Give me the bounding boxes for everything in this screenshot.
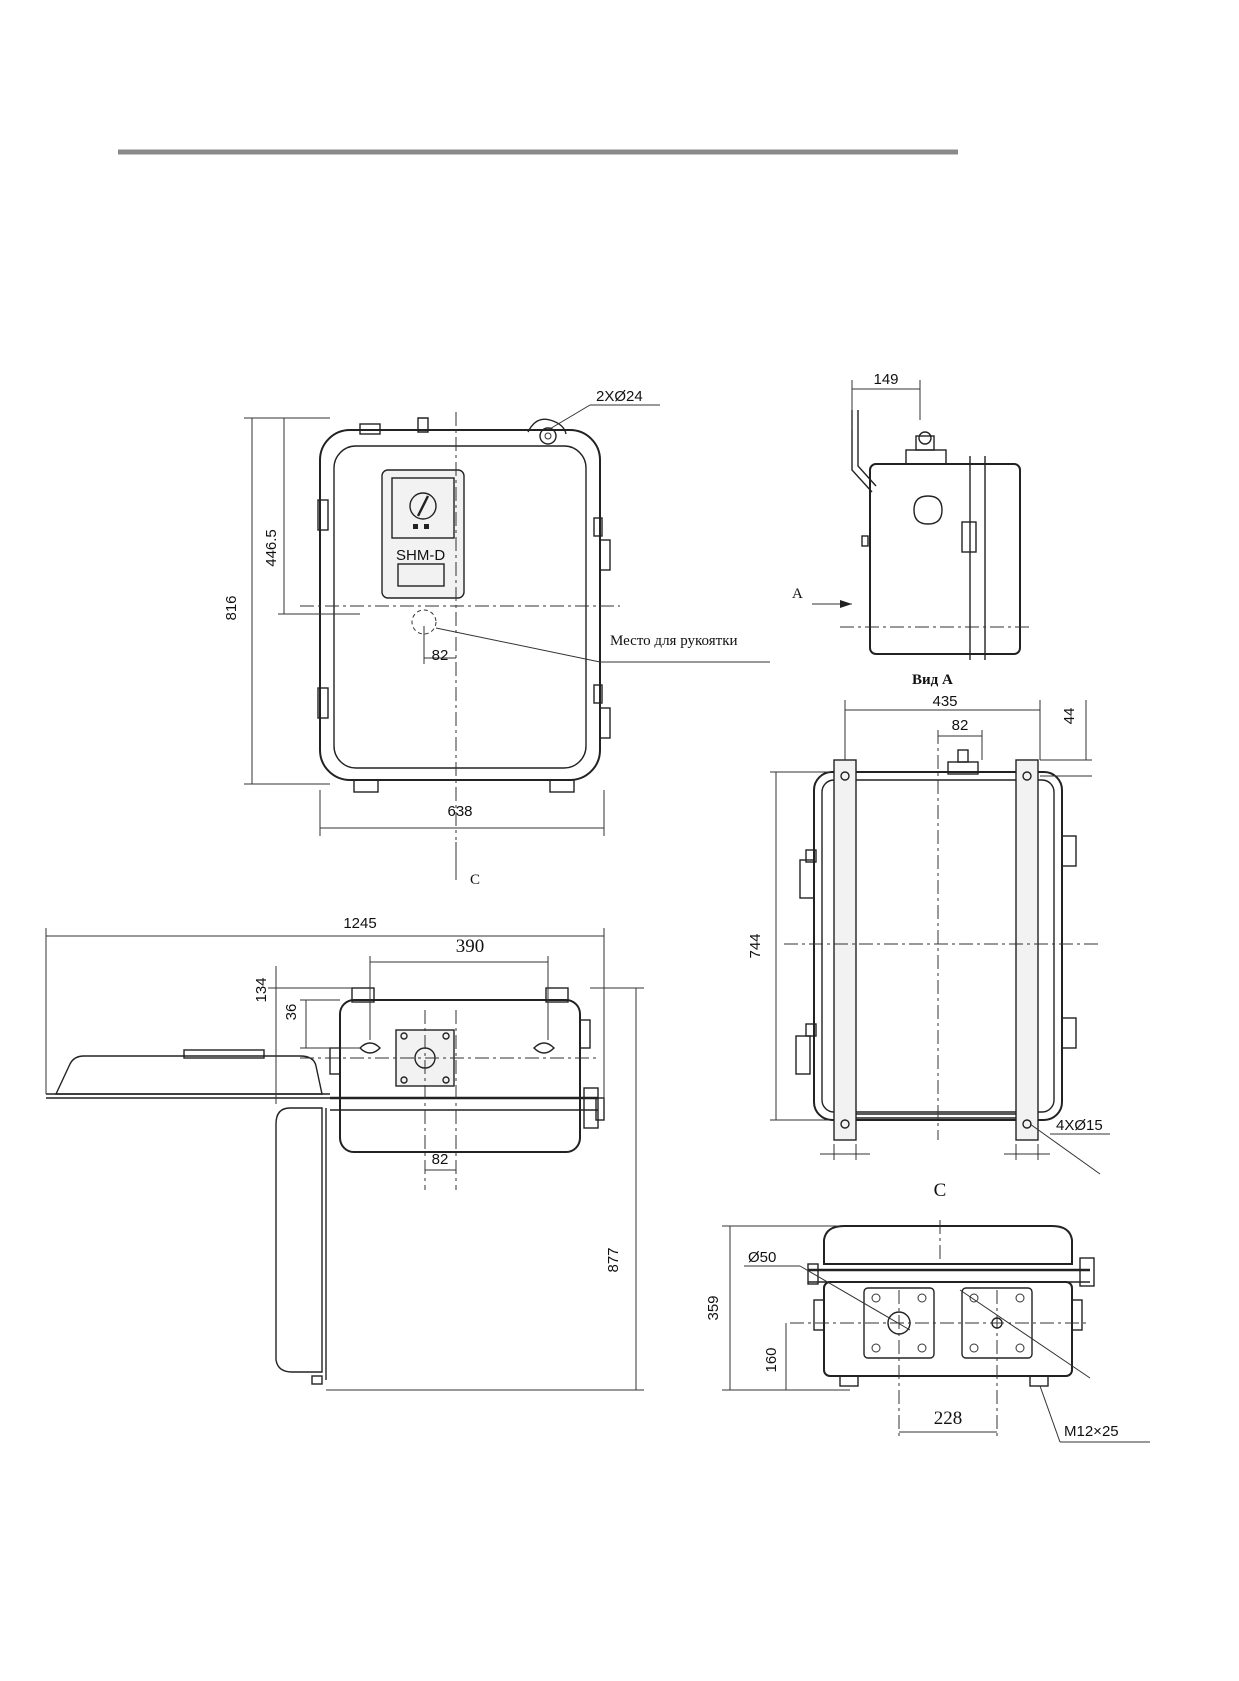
view-c: C 359 [705,1180,1150,1443]
dim-446-5: 446.5 [263,529,280,567]
dim-2x24: 2XØ24 [596,388,643,405]
side-view: 149 A [792,371,1030,660]
dim-149: 149 [873,371,898,388]
panel-label: SHM-D [396,547,445,564]
dim-359: 359 [705,1295,722,1320]
dim-134: 134 [253,977,270,1002]
dim-435: 435 [932,693,957,710]
dim-816: 816 [223,595,240,620]
view-a: Вид А 435 82 [747,672,1110,1175]
front-view: 816 446.5 638 82 2XØ24 SHM-D Место для р… [223,388,770,888]
rotary-switch-icon [409,492,437,520]
dim-638: 638 [447,803,472,820]
dim-36: 36 [283,1004,300,1021]
view-a-title: Вид А [912,672,953,688]
dim-1245: 1245 [343,915,376,932]
handle-note: Место для рукоятки [610,633,738,649]
dim-44: 44 [1061,708,1078,725]
top-view: 1245 390 134 36 82 877 [45,915,644,1391]
dim-82-front: 82 [432,647,449,664]
dim-877: 877 [605,1247,622,1272]
dim-4x15: 4XØ15 [1056,1117,1103,1134]
dim-744: 744 [747,933,764,958]
dim-160: 160 [763,1347,780,1372]
view-arrow-a: A [792,586,803,602]
dim-82-top: 82 [432,1151,449,1168]
dim-m12x25: M12×25 [1064,1423,1119,1440]
dim-390: 390 [456,936,485,957]
dim-d50: Ø50 [748,1249,776,1266]
section-c-mark: C [470,872,480,888]
view-c-title: C [934,1180,947,1201]
handle-place-circle [411,609,437,635]
switch-panel [381,469,465,599]
dim-228: 228 [934,1408,963,1429]
dim-82-view-a: 82 [952,717,969,734]
